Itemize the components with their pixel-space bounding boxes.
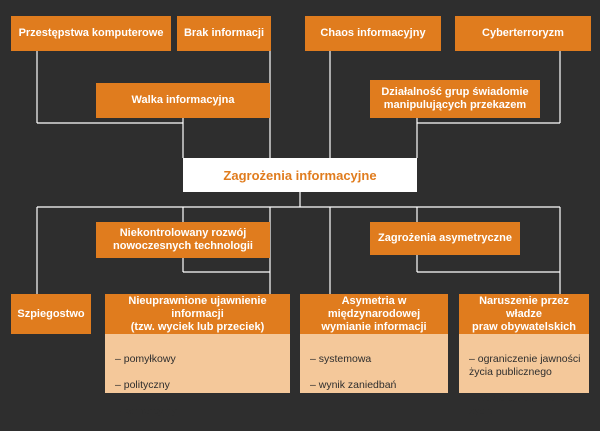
list-item: – wynik zaniedbań [310,379,397,391]
node-information-chaos: Chaos informacyjny [305,16,441,51]
node-information-threats-label: Zagrożenia informacyjne [223,167,377,183]
asymmetry-types-list: – systemowa – wynik zaniedbań [300,334,448,393]
list-item: – ograniczenie jawności życia publiczneg… [469,353,581,378]
node-unauthorized-disclosure: Nieuprawnione ujawnienie informacji (tzw… [105,294,290,334]
node-information-chaos-label: Chaos informacyjny [320,27,426,39]
node-espionage: Szpiegostwo [11,294,91,334]
list-item: – polityczny [115,379,170,391]
node-unauthorized-disclosure-label: Nieuprawnione ujawnienie informacji (tzw… [128,294,267,333]
node-cyberterrorism-label: Cyberterroryzm [482,27,564,39]
node-lack-of-information: Brak informacji [177,16,271,51]
node-manipulation-groups-label: Działalność grup świadomie manipulującyc… [381,86,529,111]
node-civil-rights-violation: Naruszenie przez władze praw obywatelski… [459,294,589,334]
node-asymmetric-threats: Zagrożenia asymetryczne [370,222,520,255]
node-civil-rights-violation-label: Naruszenie przez władze praw obywatelski… [472,294,576,333]
list-item: – wdzieranie się w życie [469,392,555,417]
node-information-warfare-label: Walka informacyjna [131,94,235,106]
threat-diagram: Przestępstwa komputerowe Brak informacji… [11,16,591,417]
node-exchange-asymmetry: Asymetria w międzynarodowej wymianie inf… [300,294,448,334]
violation-types-list: – ograniczenie jawności życia publiczneg… [459,334,589,417]
list-item: – pomyłkowy [115,353,176,365]
node-lack-of-information-label: Brak informacji [183,27,265,39]
node-asymmetric-threats-label: Zagrożenia asymetryczne [378,232,512,244]
node-information-threats: Zagrożenia informacyjne [183,158,417,192]
node-manipulation-groups: Działalność grup świadomie manipulującyc… [370,80,540,118]
list-item: – komercyjny [115,405,177,417]
node-exchange-asymmetry-label: Asymetria w międzynarodowej wymianie inf… [321,294,427,333]
disclosure-types-list: – pomyłkowy – polityczny – komercyjny [105,334,290,417]
node-information-warfare: Walka informacyjna [96,83,270,118]
list-item: – systemowa [310,353,372,365]
node-computer-crime: Przestępstwa komputerowe [11,16,171,51]
node-uncontrolled-tech: Niekontrolowany rozwój nowoczesnych tech… [96,222,270,258]
node-cyberterrorism: Cyberterroryzm [455,16,591,51]
node-computer-crime-label: Przestępstwa komputerowe [18,27,164,39]
connector-lines [36,51,561,294]
node-uncontrolled-tech-label: Niekontrolowany rozwój nowoczesnych tech… [113,227,253,252]
node-espionage-label: Szpiegostwo [17,307,85,320]
